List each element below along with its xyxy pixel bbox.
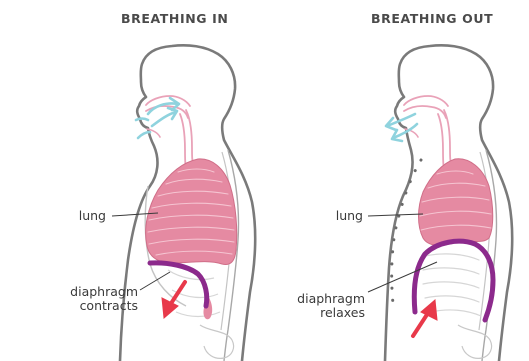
diaphragm-leader-line [368, 262, 437, 292]
air-out-arrows [386, 114, 417, 141]
diaphragm-label-line2: relaxes [279, 306, 365, 320]
diaphragm-down-arrow [162, 282, 185, 318]
panel-breathing-in: BREATHING IN [0, 0, 264, 361]
diaphragm [150, 263, 207, 306]
diaphragm-leader-line [140, 272, 170, 290]
lung-label: lung [66, 209, 106, 223]
lung [419, 159, 493, 246]
lung [146, 159, 237, 265]
diaphragm-label: diaphragm relaxes [279, 292, 365, 320]
diaphragm-label-line1: diaphragm [279, 292, 365, 306]
diaphragm-label: diaphragm contracts [56, 285, 138, 313]
lung-label: lung [321, 209, 363, 223]
diaphragm-label-line2: contracts [56, 299, 138, 313]
air-in-arrows [136, 98, 179, 138]
diaphragm-label-line1: diaphragm [56, 285, 138, 299]
panel-breathing-out: BREATHING OUT [265, 0, 529, 361]
